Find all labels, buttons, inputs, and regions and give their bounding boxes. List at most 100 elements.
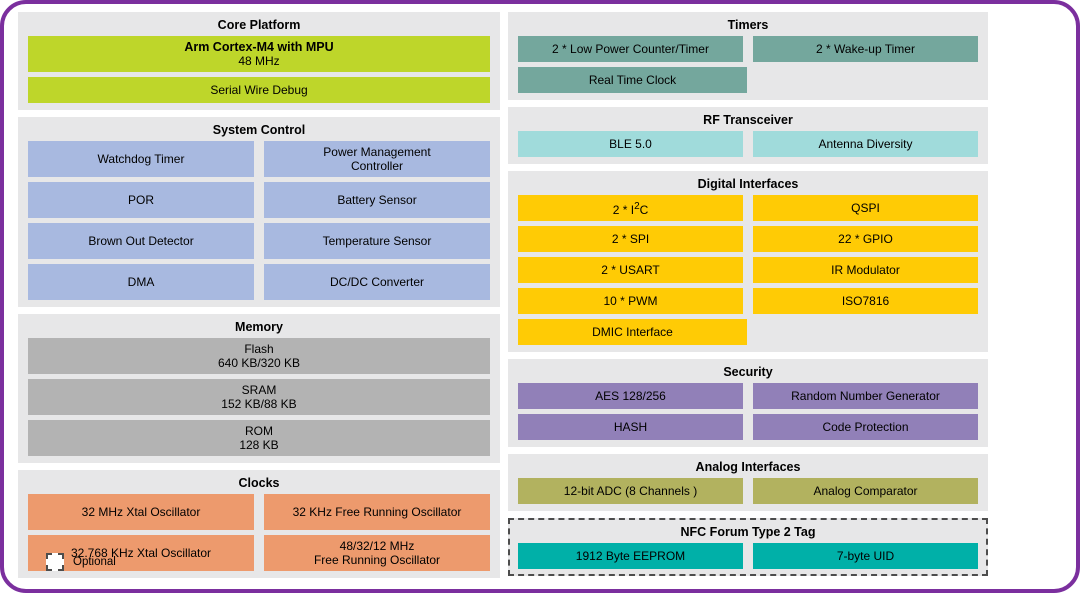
block-32768khz-xtal-oscillator[interactable]: 32.768 KHz Xtal Oscillator <box>28 535 254 571</box>
table-row: AES 128/256 Random Number Generator <box>518 383 978 409</box>
table-row: Brown Out Detector Temperature Sensor <box>28 223 490 259</box>
core-platform-rows: Arm Cortex-M4 with MPU 48 MHz Serial Wir… <box>28 36 490 103</box>
table-row: ROM 128 KB <box>28 420 490 456</box>
block-hash[interactable]: HASH <box>518 414 743 440</box>
block-adc[interactable]: 12-bit ADC (8 Channels ) <box>518 478 743 504</box>
block-antenna-diversity[interactable]: Antenna Diversity <box>753 131 978 157</box>
table-row: 2 * SPI 22 * GPIO <box>518 226 978 252</box>
clocks-rows: 32 MHz Xtal Oscillator 32 KHz Free Runni… <box>28 494 490 571</box>
block-code-protection[interactable]: Code Protection <box>753 414 978 440</box>
block-eeprom[interactable]: 1912 Byte EEPROM <box>518 543 743 569</box>
core-platform-row: Arm Cortex-M4 with MPU 48 MHz <box>28 36 490 72</box>
table-row: Real Time Clock <box>518 67 978 93</box>
block-ir-modulator[interactable]: IR Modulator <box>753 257 978 283</box>
block-qspi[interactable]: QSPI <box>753 195 978 221</box>
block-dmic-interface[interactable]: DMIC Interface <box>518 319 747 345</box>
block-uid[interactable]: 7-byte UID <box>753 543 978 569</box>
table-row: DMIC Interface <box>518 319 978 345</box>
nfc-rows: 1912 Byte EEPROM 7-byte UID <box>518 543 978 569</box>
block-analog-comparator[interactable]: Analog Comparator <box>753 478 978 504</box>
rom-size: 128 KB <box>239 438 279 452</box>
table-row: HASH Code Protection <box>518 414 978 440</box>
panel-clocks: Clocks 32 MHz Xtal Oscillator 32 KHz Fre… <box>18 470 500 578</box>
diagram-canvas: Core Platform Arm Cortex-M4 with MPU 48 … <box>18 12 1062 581</box>
block-aes[interactable]: AES 128/256 <box>518 383 743 409</box>
left-column: Core Platform Arm Cortex-M4 with MPU 48 … <box>18 12 500 578</box>
block-dcdc-converter[interactable]: DC/DC Converter <box>264 264 490 300</box>
block-usart[interactable]: 2 * USART <box>518 257 743 283</box>
sram-name: SRAM <box>241 383 277 397</box>
block-random-number-generator[interactable]: Random Number Generator <box>753 383 978 409</box>
cpu-name: Arm Cortex-M4 with MPU <box>184 40 334 54</box>
block-pwm[interactable]: 10 * PWM <box>518 288 743 314</box>
block-brown-out-detector[interactable]: Brown Out Detector <box>28 223 254 259</box>
block-48-32-12mhz-free-running-oscillator[interactable]: 48/32/12 MHz Free Running Oscillator <box>264 535 490 571</box>
block-gpio[interactable]: 22 * GPIO <box>753 226 978 252</box>
table-row: DMA DC/DC Converter <box>28 264 490 300</box>
block-cpu[interactable]: Arm Cortex-M4 with MPU 48 MHz <box>28 36 490 72</box>
panel-title-system-control: System Control <box>212 123 306 137</box>
panel-nfc-forum-type-2-tag: NFC Forum Type 2 Tag 1912 Byte EEPROM 7-… <box>508 518 988 576</box>
table-row: 2 * USART IR Modulator <box>518 257 978 283</box>
block-serial-wire-debug[interactable]: Serial Wire Debug <box>28 77 490 103</box>
block-wake-up-timer[interactable]: 2 * Wake-up Timer <box>753 36 978 62</box>
panel-title-memory: Memory <box>235 320 283 334</box>
block-sram[interactable]: SRAM 152 KB/88 KB <box>28 379 490 415</box>
table-row: 10 * PWM ISO7816 <box>518 288 978 314</box>
block-32mhz-xtal-oscillator[interactable]: 32 MHz Xtal Oscillator <box>28 494 254 530</box>
timers-rows: 2 * Low Power Counter/Timer 2 * Wake-up … <box>518 36 978 93</box>
panel-rf-transceiver: RF Transceiver BLE 5.0 Antenna Diversity <box>508 107 988 164</box>
block-i2c[interactable]: 2 * I2C <box>518 195 743 221</box>
table-row: 1912 Byte EEPROM 7-byte UID <box>518 543 978 569</box>
block-spi[interactable]: 2 * SPI <box>518 226 743 252</box>
table-row: Flash 640 KB/320 KB <box>28 338 490 374</box>
panel-timers: Timers 2 * Low Power Counter/Timer 2 * W… <box>508 12 988 100</box>
block-dma[interactable]: DMA <box>28 264 254 300</box>
panel-title-analog-interfaces: Analog Interfaces <box>695 460 801 474</box>
block-rom[interactable]: ROM 128 KB <box>28 420 490 456</box>
legend-label: Optional <box>73 556 116 568</box>
flash-name: Flash <box>244 342 274 356</box>
block-temperature-sensor[interactable]: Temperature Sensor <box>264 223 490 259</box>
panel-title-security: Security <box>723 365 773 379</box>
osc-line1: 48/32/12 MHz <box>339 539 415 553</box>
block-real-time-clock[interactable]: Real Time Clock <box>518 67 747 93</box>
digital-rows: 2 * I2C QSPI 2 * SPI 22 * GPIO 2 * USART… <box>518 195 978 345</box>
pmc-line1: Power Management <box>323 145 431 159</box>
block-low-power-counter-timer[interactable]: 2 * Low Power Counter/Timer <box>518 36 743 62</box>
table-row: 2 * I2C QSPI <box>518 195 978 221</box>
table-row: SRAM 152 KB/88 KB <box>28 379 490 415</box>
table-row: BLE 5.0 Antenna Diversity <box>518 131 978 157</box>
block-watchdog-timer[interactable]: Watchdog Timer <box>28 141 254 177</box>
block-por[interactable]: POR <box>28 182 254 218</box>
security-rows: AES 128/256 Random Number Generator HASH… <box>518 383 978 440</box>
dashed-box-icon <box>46 553 64 571</box>
timers-empty-slot <box>757 67 978 93</box>
table-row: Watchdog Timer Power Management Controll… <box>28 141 490 177</box>
core-platform-row: Serial Wire Debug <box>28 77 490 103</box>
osc-line2: Free Running Oscillator <box>313 553 441 567</box>
panel-title-timers: Timers <box>727 18 769 32</box>
block-32khz-free-running-oscillator[interactable]: 32 KHz Free Running Oscillator <box>264 494 490 530</box>
table-row: POR Battery Sensor <box>28 182 490 218</box>
cpu-speed: 48 MHz <box>238 54 280 68</box>
block-ble-5-0[interactable]: BLE 5.0 <box>518 131 743 157</box>
panel-system-control: System Control Watchdog Timer Power Mana… <box>18 117 500 307</box>
system-control-rows: Watchdog Timer Power Management Controll… <box>28 141 490 300</box>
panel-analog-interfaces: Analog Interfaces 12-bit ADC (8 Channels… <box>508 454 988 511</box>
block-battery-sensor[interactable]: Battery Sensor <box>264 182 490 218</box>
block-iso7816[interactable]: ISO7816 <box>753 288 978 314</box>
i2c-post: C <box>639 202 649 217</box>
analog-rows: 12-bit ADC (8 Channels ) Analog Comparat… <box>518 478 978 504</box>
block-power-management-controller[interactable]: Power Management Controller <box>264 141 490 177</box>
rf-rows: BLE 5.0 Antenna Diversity <box>518 131 978 157</box>
right-column: Timers 2 * Low Power Counter/Timer 2 * W… <box>508 12 988 576</box>
table-row: 2 * Low Power Counter/Timer 2 * Wake-up … <box>518 36 978 62</box>
i2c-sup: 2 <box>634 200 640 212</box>
table-row: 12-bit ADC (8 Channels ) Analog Comparat… <box>518 478 978 504</box>
block-flash[interactable]: Flash 640 KB/320 KB <box>28 338 490 374</box>
sram-size: 152 KB/88 KB <box>221 397 297 411</box>
panel-core-platform: Core Platform Arm Cortex-M4 with MPU 48 … <box>18 12 500 110</box>
rom-name: ROM <box>245 424 273 438</box>
